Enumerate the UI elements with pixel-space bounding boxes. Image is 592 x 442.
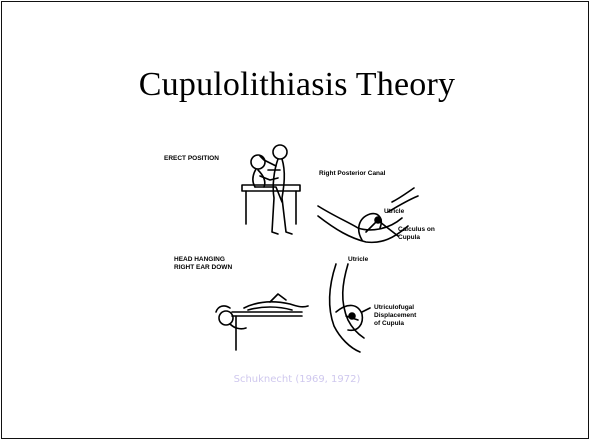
label-right-posterior-canal: Right Posterior Canal [319, 170, 385, 178]
label-calculus-on-cupula: Calculus on Cupula [398, 226, 435, 242]
citation: Schuknecht (1969, 1972) [2, 374, 592, 385]
label-head-hanging: HEAD HANGING RIGHT EAR DOWN [174, 256, 232, 272]
positional-vertigo-diagram: ERECT POSITION Right Posterior Canal Utr… [152, 140, 452, 360]
erect-position-illustration [242, 145, 300, 234]
label-utricle-bottom: Utricle [348, 256, 368, 264]
slide-title: Cupulolithiasis Theory [2, 66, 592, 104]
label-erect-position: ERECT POSITION [164, 155, 219, 163]
cupula-displaced-illustration [330, 264, 370, 352]
label-utricle-top: Utricle [384, 208, 404, 216]
label-utriculofugal-displacement: Utriculofugal Displacement of Cupula [374, 304, 416, 328]
head-hanging-illustration [216, 294, 308, 350]
